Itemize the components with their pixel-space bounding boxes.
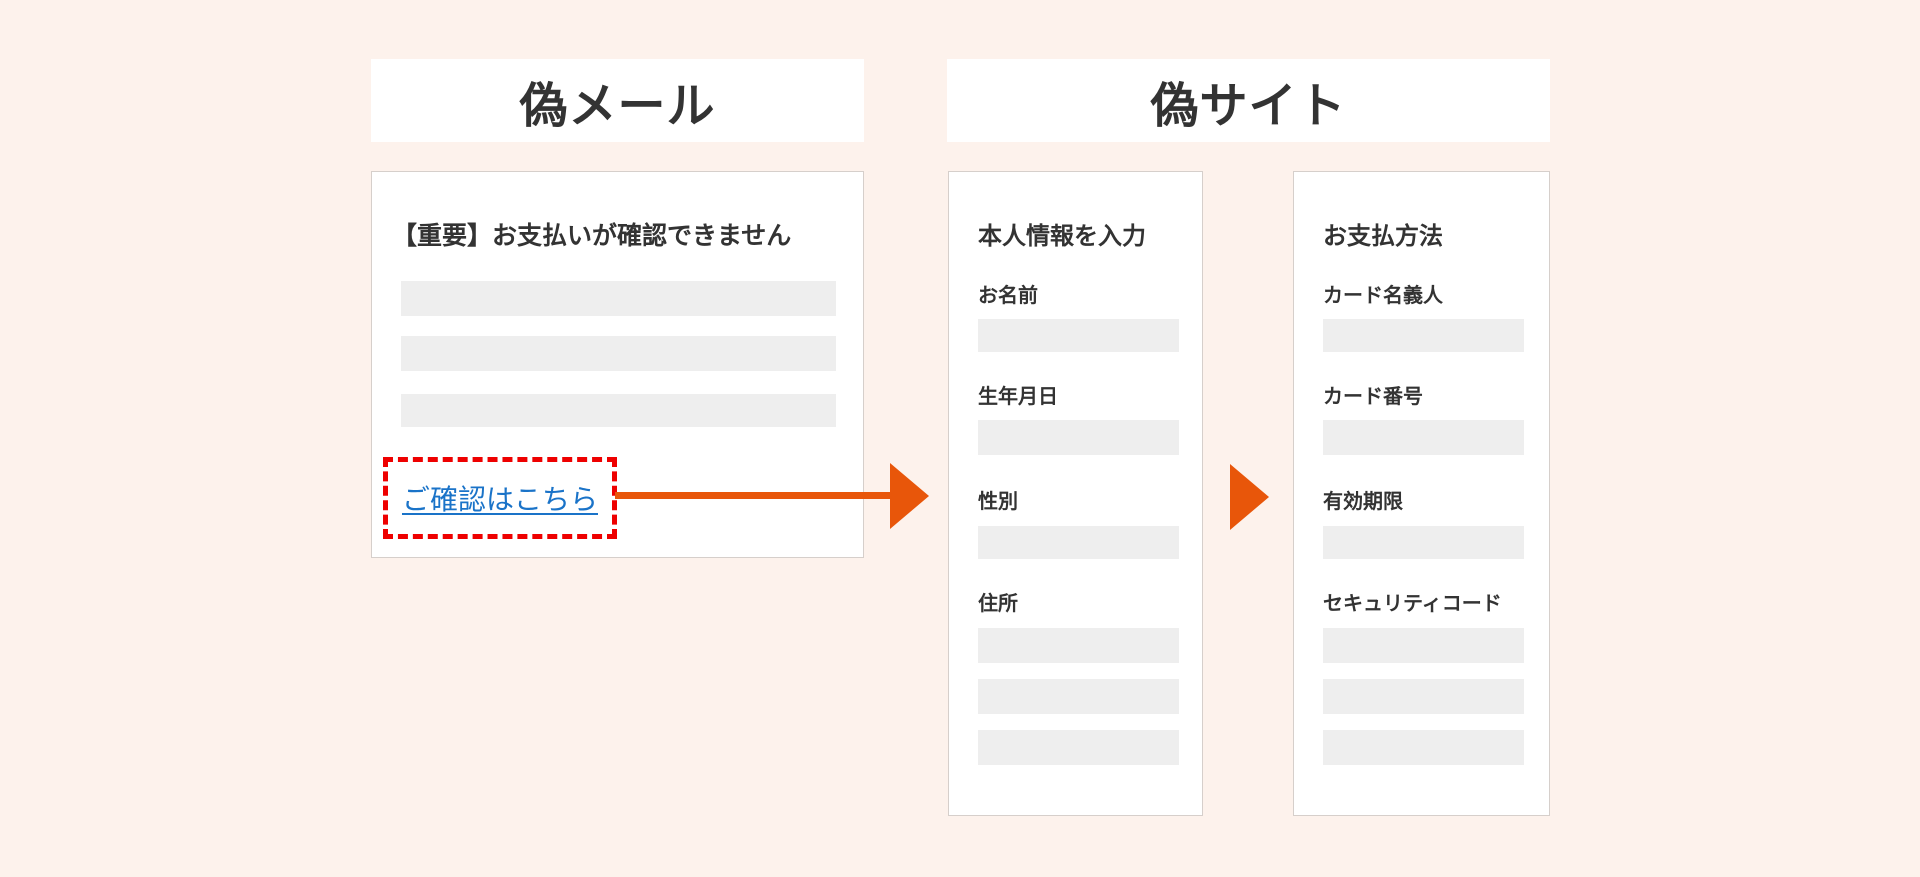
fake-site-header: 偽サイト: [947, 59, 1550, 142]
security-code-input-line-3[interactable]: [1323, 730, 1524, 765]
address-input-line-2[interactable]: [978, 679, 1179, 714]
birthdate-input[interactable]: [978, 420, 1179, 455]
field-label-cardholder: カード名義人: [1323, 283, 1443, 307]
email-subject: 【重要】お支払いが確認できません: [392, 221, 792, 250]
fake-email-header: 偽メール: [371, 59, 864, 142]
field-label-card-number: カード番号: [1323, 384, 1423, 408]
triangle-right-icon: [1230, 464, 1269, 530]
fake-email-card: 【重要】お支払いが確認できません ご確認はこちら: [371, 171, 864, 558]
personal-info-form-title: 本人情報を入力: [978, 222, 1146, 250]
arrow-line: [615, 492, 890, 499]
field-label-gender: 性別: [978, 489, 1018, 513]
gender-input[interactable]: [978, 526, 1179, 559]
expiry-input[interactable]: [1323, 526, 1524, 559]
personal-info-form-card: 本人情報を入力 お名前 生年月日 性別 住所: [948, 171, 1203, 816]
payment-form-card: お支払方法 カード名義人 カード番号 有効期限 セキュリティコード: [1293, 171, 1550, 816]
field-label-expiry: 有効期限: [1323, 489, 1403, 513]
address-input-line-1[interactable]: [978, 628, 1179, 663]
fake-email-header-label: 偽メール: [519, 77, 716, 134]
security-code-input-line-1[interactable]: [1323, 628, 1524, 663]
address-input-line-3[interactable]: [978, 730, 1179, 765]
field-label-security-code: セキュリティコード: [1323, 591, 1502, 615]
email-body-line: [401, 336, 836, 371]
card-number-input[interactable]: [1323, 420, 1524, 455]
cardholder-input[interactable]: [1323, 319, 1524, 352]
field-label-name: お名前: [978, 283, 1038, 307]
security-code-input-line-2[interactable]: [1323, 679, 1524, 714]
field-label-birthdate: 生年月日: [978, 384, 1058, 408]
payment-form-title: お支払方法: [1323, 222, 1443, 250]
field-label-address: 住所: [978, 591, 1018, 615]
email-body-line: [401, 394, 836, 427]
name-input[interactable]: [978, 319, 1179, 352]
arrow-right-icon: [890, 463, 929, 529]
email-link-highlight: ご確認はこちら: [383, 457, 617, 539]
email-confirm-link[interactable]: ご確認はこちら: [401, 483, 598, 516]
fake-site-header-label: 偽サイト: [1150, 77, 1347, 134]
email-body-line: [401, 281, 836, 316]
